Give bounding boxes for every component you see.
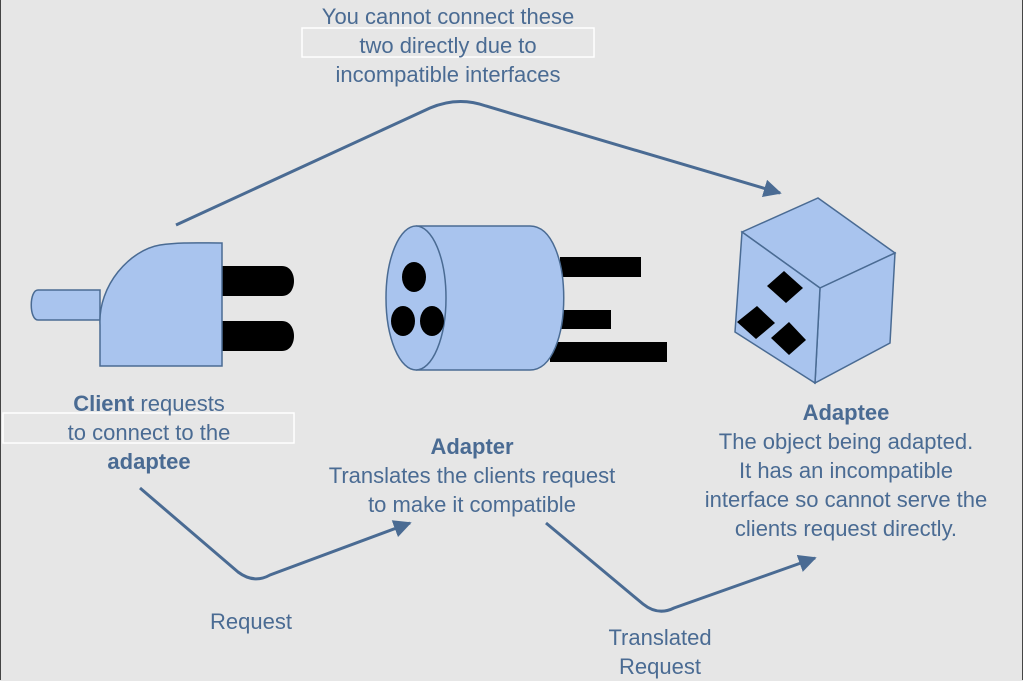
- adapter-label: Adapter Translates the clients request t…: [302, 432, 642, 519]
- incompatible-note-line-3: incompatible interfaces: [335, 62, 561, 87]
- client-label: Client requests to connect to the adapte…: [2, 389, 296, 476]
- adapter-label-line-2: to make it compatible: [368, 492, 576, 517]
- request-edge-label: Request: [180, 607, 322, 636]
- incompatible-note-line-1: You cannot connect these: [321, 4, 575, 29]
- translated-label-line-2: Request: [619, 654, 701, 679]
- note-highlight-box: [301, 27, 595, 58]
- incompatible-note-line-2: two directly due to: [359, 33, 537, 58]
- adapter-label-line-1: Translates the clients request: [328, 463, 616, 488]
- request-label-text: Request: [210, 609, 292, 634]
- socket-cube-icon: [734, 197, 897, 385]
- adaptee-label: Adaptee The object being adapted. It has…: [684, 398, 1008, 543]
- client-label-line-1: Client requests: [2, 389, 296, 418]
- client-line-1-rest: requests: [134, 391, 225, 416]
- adaptee-label-line-4: clients request directly.: [734, 516, 958, 541]
- client-label-line-3: adaptee: [107, 449, 191, 474]
- translated-label-line-1: Translated: [608, 625, 712, 650]
- adapter-icon: [385, 225, 667, 371]
- plug-icon: [30, 242, 294, 367]
- adapter-title: Adapter: [430, 434, 514, 459]
- client-label-line-2: to connect to the: [67, 420, 231, 445]
- translated-request-arrow: [545, 521, 817, 613]
- no-direct-connection-arrow: [175, 100, 782, 227]
- client-highlight-box: [2, 412, 295, 444]
- adaptee-label-line-2: It has an incompatible: [738, 458, 954, 483]
- adaptee-label-line-3: interface so cannot serve the: [704, 487, 988, 512]
- adaptee-label-line-1: The object being adapted.: [718, 429, 974, 454]
- translated-request-edge-label: Translated Request: [580, 623, 740, 681]
- client-title: Client: [73, 391, 135, 416]
- incompatible-note: You cannot connect these two directly du…: [298, 2, 598, 89]
- request-arrow: [139, 486, 412, 581]
- adaptee-title: Adaptee: [802, 400, 890, 425]
